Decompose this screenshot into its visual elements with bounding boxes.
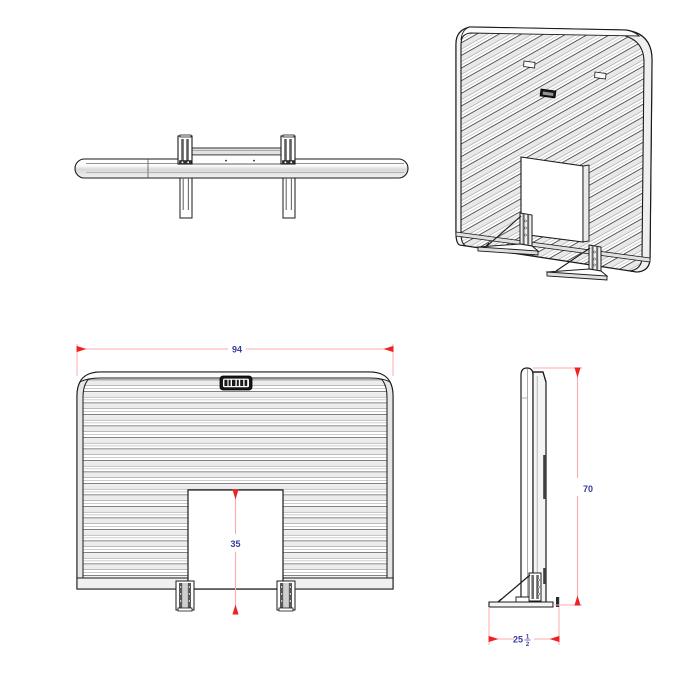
top-view-mount-left bbox=[177, 134, 193, 165]
dimension-window-35: 35 bbox=[230, 489, 241, 615]
front-bracket-left bbox=[175, 580, 195, 612]
manufacturer-badge-iso bbox=[539, 88, 557, 99]
front-bracket-right bbox=[276, 580, 296, 612]
dimension-depth-25half: 25 1 2 bbox=[488, 607, 560, 648]
top-view-leg-right bbox=[282, 177, 296, 219]
dimension-label-width: 94 bbox=[232, 345, 242, 355]
dimension-width-94: 94 bbox=[76, 344, 394, 376]
iso-leg-left bbox=[476, 212, 540, 256]
top-view-cross-member bbox=[190, 147, 289, 165]
dimension-label-depth: 25 bbox=[513, 635, 523, 645]
dimension-label-height: 70 bbox=[583, 484, 593, 494]
isometric-view bbox=[455, 26, 653, 281]
dimension-label-window: 35 bbox=[230, 539, 240, 549]
dimension-height-70: 70 bbox=[533, 367, 593, 606]
iso-backing-plate bbox=[520, 156, 590, 243]
iso-leg-right bbox=[545, 244, 609, 281]
side-leg-foot bbox=[488, 572, 560, 608]
manufacturer-badge-front bbox=[219, 375, 253, 391]
dimension-label-depth-fraction-numerator: 1 bbox=[526, 635, 530, 641]
side-view bbox=[488, 367, 560, 608]
top-view-mount-right bbox=[280, 134, 296, 165]
top-view bbox=[74, 134, 409, 219]
top-view-leg-left bbox=[179, 177, 193, 219]
iso-panel bbox=[455, 26, 653, 273]
dimension-label-depth-fraction-denominator: 2 bbox=[526, 642, 530, 648]
iso-top-tabs bbox=[523, 60, 607, 80]
side-panel-profile bbox=[520, 367, 547, 606]
